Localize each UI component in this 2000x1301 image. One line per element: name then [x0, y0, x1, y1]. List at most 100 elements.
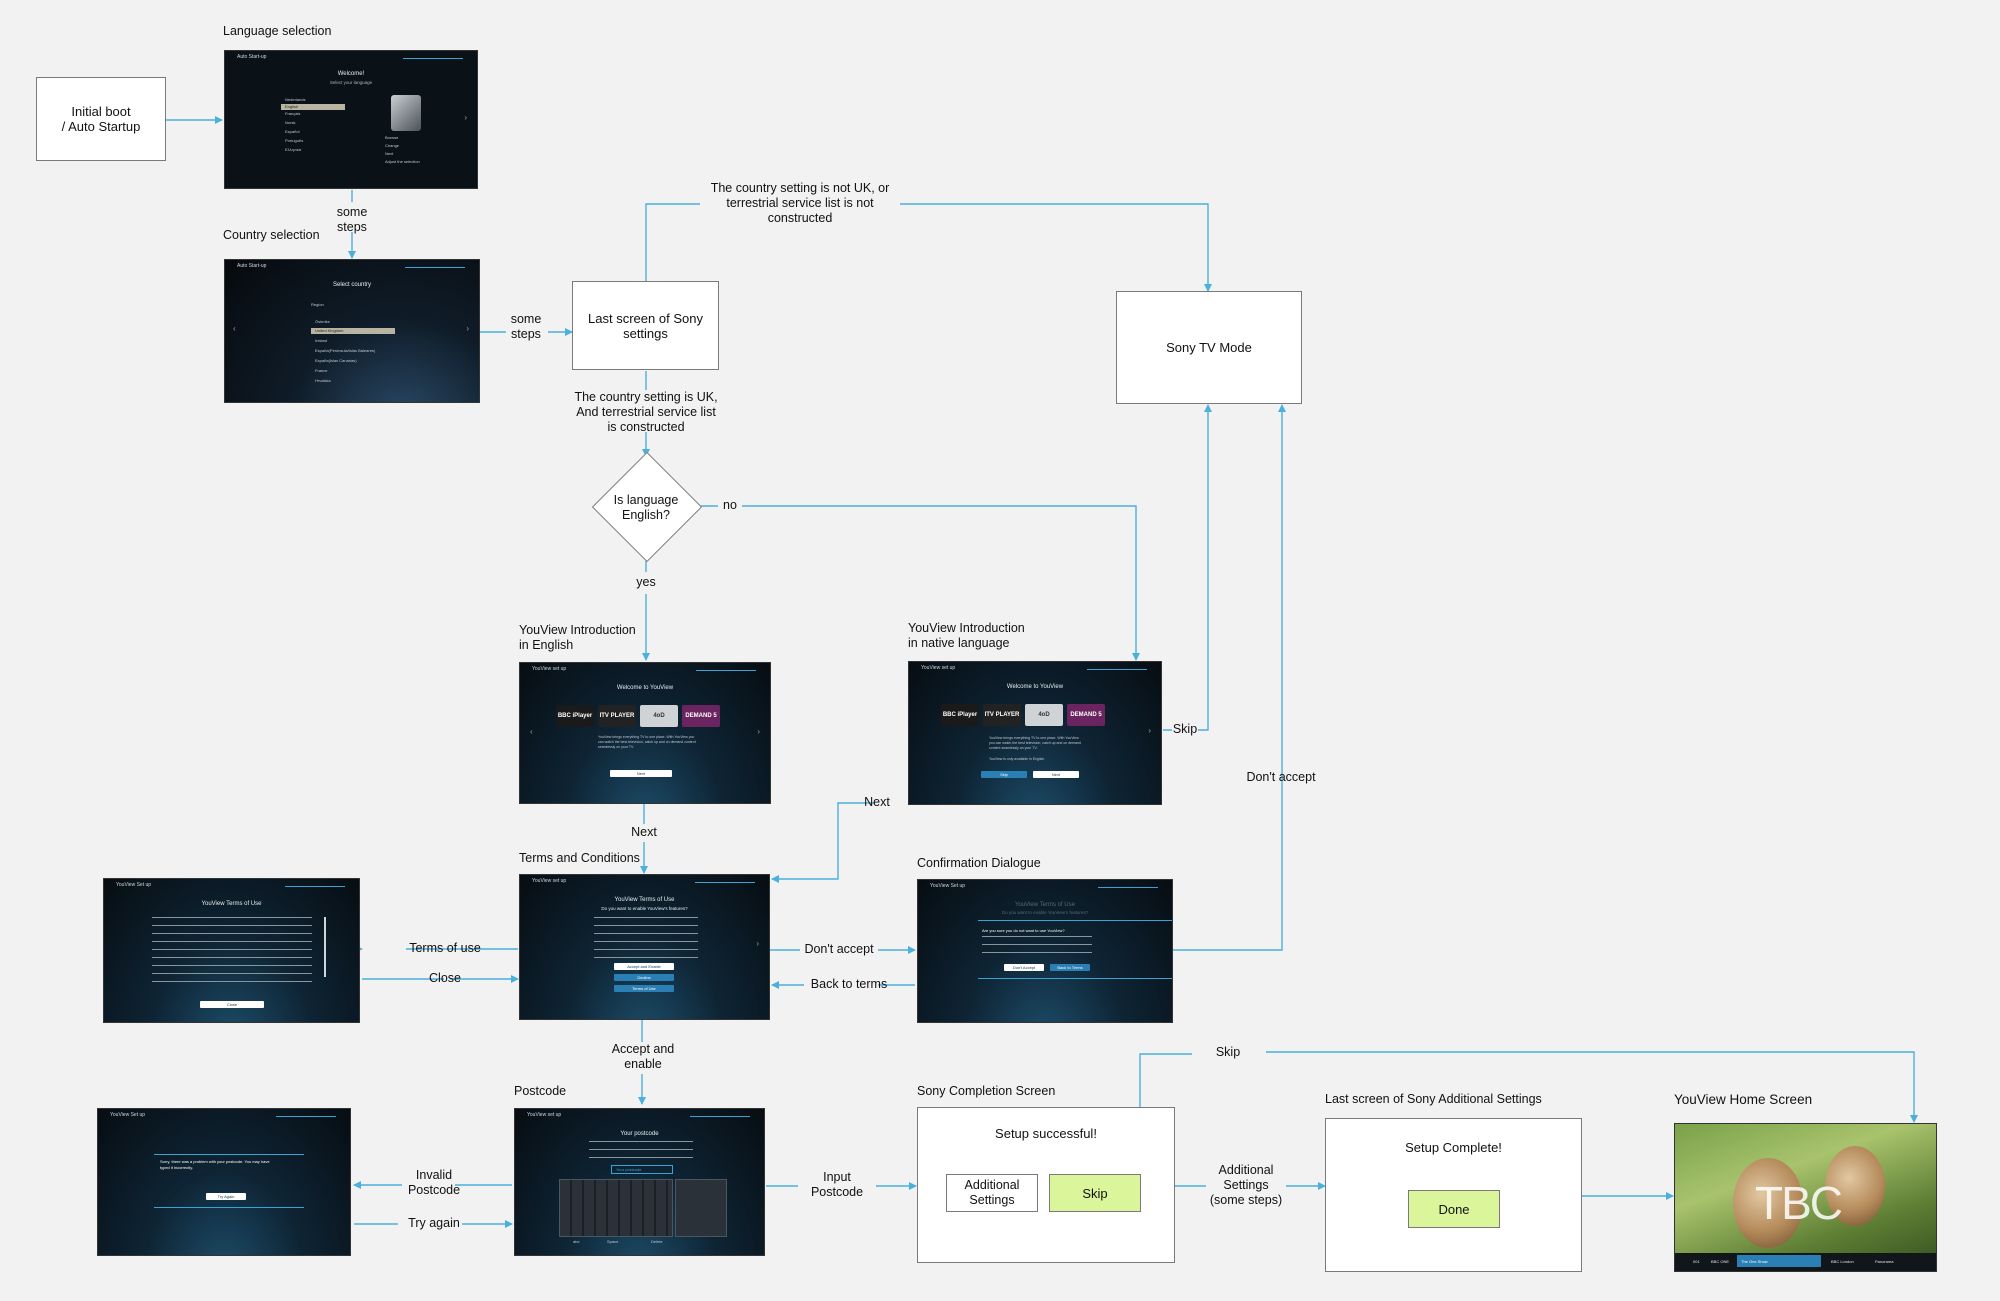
chevron-right-icon[interactable]: › [756, 939, 759, 948]
country-item[interactable]: Hrvatska [315, 378, 331, 383]
label-dont-accept-confirm: Don't accept [804, 942, 874, 956]
country-item[interactable]: Österike [315, 319, 330, 324]
screen-bar-title: Auto Start-up [237, 263, 267, 269]
itv-player-logo: ITV PLAYER [598, 705, 636, 727]
remote-illustration [391, 95, 421, 131]
postcode-screen: YouView set up Your postcode Your postco… [514, 1108, 765, 1256]
terms-of-use-heading: YouView Terms of Use [201, 901, 262, 907]
channel-banner: 001 BBC ONE The One Show BBC London Pano… [1675, 1253, 1936, 1271]
lang-hint: Next [385, 151, 394, 156]
label-country-uk: The country setting is UK, And terrestri… [574, 390, 718, 434]
lang-item[interactable]: English [285, 104, 299, 109]
programme-now[interactable]: The One Show [1741, 1259, 1768, 1264]
programme-next: Panorama [1875, 1259, 1894, 1264]
lang-item[interactable]: Français [285, 111, 301, 116]
edge-confirm-to-tvmode [1172, 404, 1286, 951]
intro-en-heading: Welcome to YouView [616, 685, 674, 691]
chevron-right-icon[interactable]: › [1148, 726, 1151, 735]
label-close: Close [429, 971, 461, 985]
postcode-input-label: Your postcode [616, 1167, 642, 1172]
edge-completion-skip [1139, 1051, 1914, 1122]
intro-native-next-button[interactable]: Next [1033, 771, 1079, 778]
lang-item[interactable]: Ελληνικά [285, 147, 302, 152]
setup-complete-text: Setup Complete! [1405, 1140, 1502, 1155]
label-input-postcode: Input Postcode [810, 1170, 864, 1199]
demand5-logo: DEMAND 5 [1067, 704, 1105, 726]
title-youview-intro-english: YouView Introduction in English [519, 623, 636, 652]
programme-regional: BBC London [1831, 1259, 1854, 1264]
country-item[interactable]: United Kingdom [315, 328, 344, 333]
lang-item[interactable]: Español [285, 129, 300, 134]
kitten-left-image [1733, 1158, 1803, 1248]
terms-of-use-button[interactable]: Terms of Use [614, 985, 674, 992]
chevron-right-icon[interactable]: › [466, 324, 469, 333]
key-abc[interactable]: abc [573, 1239, 580, 1244]
confirm-bg-sub: Do you want to enable YouView's features… [1001, 910, 1089, 915]
screen-bar-title: Auto Start-up [237, 54, 267, 60]
postcode-input[interactable]: Your postcode [611, 1165, 673, 1174]
language-selection-screen: Auto Start-up Welcome! Select your langu… [224, 50, 478, 189]
initial-boot-node: Initial boot / Auto Startup [36, 77, 166, 161]
lang-subheading: Select your language [329, 80, 373, 85]
key-delete[interactable]: Delete [651, 1239, 663, 1244]
intro-native-body: YouView brings everything TV to one plac… [989, 736, 1081, 750]
terms-accept-button[interactable]: Accept and Enable [614, 963, 674, 970]
edge-native-next [772, 802, 874, 879]
skip-button[interactable]: Skip [1049, 1174, 1141, 1212]
done-button[interactable]: Done [1408, 1190, 1500, 1228]
title-language-selection: Language selection [223, 24, 332, 38]
label-skip-native: Skip [1172, 722, 1198, 736]
chevron-left-icon[interactable]: ‹ [530, 727, 533, 736]
bbc-iplayer-logo: BBC iPlayer [556, 705, 594, 727]
label-invalid-postcode: Invalid Postcode [407, 1168, 461, 1197]
lang-selected-row [281, 104, 345, 110]
chevron-right-icon[interactable]: › [757, 727, 760, 736]
title-confirmation-dialogue: Confirmation Dialogue [917, 856, 1041, 870]
terms-conditions-screen: YouView set up YouView Terms of Use Do y… [519, 874, 770, 1020]
terms-subheading: Do you want to enable YouView's features… [601, 906, 688, 911]
lang-heading: Welcome! [337, 71, 365, 77]
lang-item[interactable]: Nederlands [285, 97, 306, 102]
last-sony-settings-node: Last screen of Sony settings [572, 281, 719, 370]
label-next-english: Next [631, 825, 657, 839]
kitten-right-image [1825, 1146, 1885, 1226]
confirm-dont-accept-button[interactable]: Don't Accept [1004, 964, 1044, 971]
lang-item[interactable]: Português [285, 138, 304, 143]
title-last-sony-additional: Last screen of Sony Additional Settings [1325, 1092, 1542, 1106]
screen-bar-title: YouView set up [527, 1112, 562, 1118]
additional-settings-button[interactable]: Additional Settings [946, 1174, 1038, 1212]
intro-native-skip-button[interactable]: Skip [981, 771, 1027, 778]
confirm-bg-heading: YouView Terms of Use [1015, 902, 1075, 908]
chevron-right-icon[interactable]: › [464, 113, 467, 122]
label-additional-settings: Additional Settings (some steps) [1209, 1163, 1283, 1207]
title-sony-completion: Sony Completion Screen [917, 1084, 1056, 1098]
tbc-overlay: TBC [1755, 1177, 1843, 1229]
scrollbar[interactable] [324, 917, 326, 977]
country-item[interactable]: Ireland [315, 338, 328, 343]
lang-item[interactable]: Norsk [285, 120, 296, 125]
sony-completion-screen: Setup successful! Additional Settings Sk… [917, 1107, 1175, 1263]
chevron-left-icon[interactable]: ‹ [233, 324, 236, 333]
country-item[interactable]: España(Península/Islas Baleares) [315, 348, 376, 353]
terms-of-use-body [152, 917, 312, 989]
label-try-again: Try again [408, 1216, 460, 1230]
title-country-selection: Country selection [223, 228, 320, 242]
sony-tv-mode-node: Sony TV Mode [1116, 291, 1302, 404]
lang-hint: Adjust the selection [385, 159, 420, 164]
demand5-logo: DEMAND 5 [682, 705, 720, 727]
country-item[interactable]: France [315, 368, 328, 373]
keypad[interactable] [559, 1179, 673, 1237]
confirm-back-to-terms-button[interactable]: Back to Terms [1050, 964, 1090, 971]
key-space[interactable]: Space [607, 1239, 619, 1244]
try-again-button[interactable]: Try Again [206, 1193, 246, 1200]
title-terms-conditions: Terms and Conditions [519, 851, 640, 865]
country-item[interactable]: España(Islas Canarias) [315, 358, 357, 363]
label-next-native: Next [864, 795, 890, 809]
terms-of-use-close-button[interactable]: Close [200, 1001, 264, 1008]
label-back-to-terms: Back to terms [810, 977, 888, 991]
4od-logo: 4oD [1025, 704, 1063, 726]
terms-decline-button[interactable]: Decline [614, 974, 674, 981]
terms-body-text [594, 917, 698, 959]
intro-en-next-button[interactable]: Next [610, 770, 672, 777]
